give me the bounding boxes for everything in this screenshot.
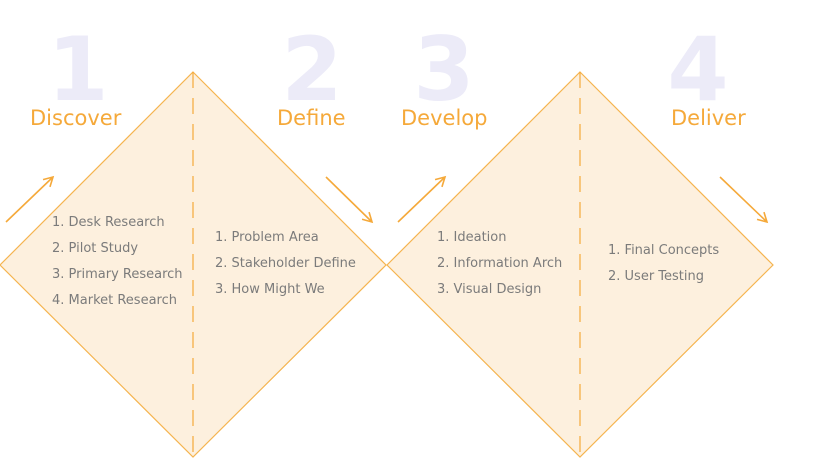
list-item: 1. Final Concepts — [608, 243, 720, 258]
phase-number-discover: 1 — [47, 18, 109, 121]
phase-list-discover: 1. Desk Research 2. Pilot Study 3. Prima… — [52, 210, 183, 314]
phase-list-define: 1. Problem Area 2. Stakeholder Define 3.… — [215, 225, 356, 303]
list-item: 2. Information Arch — [437, 256, 563, 271]
list-item: 1. Ideation — [437, 230, 507, 245]
list-item: 2. Pilot Study — [52, 241, 139, 256]
list-item: 4. Market Research — [52, 293, 177, 308]
list-item: 1. Problem Area — [215, 230, 319, 245]
list-item: 3. Primary Research — [52, 267, 183, 282]
phase-number-deliver: 4 — [667, 18, 729, 121]
list-item: 3. Visual Design — [437, 282, 542, 297]
arrow-converge-2 — [719, 176, 769, 224]
arrow-diverge-2 — [397, 175, 447, 223]
phase-list-deliver: 1. Final Concepts 2. User Testing — [608, 238, 719, 290]
list-item: 3. How Might We — [215, 282, 325, 297]
phase-number-define: 2 — [281, 18, 343, 121]
arrow-diverge-1 — [5, 175, 55, 223]
phase-title-develop: Develop — [401, 106, 488, 130]
phase-title-deliver: Deliver — [671, 106, 746, 130]
phase-title-discover: Discover — [30, 106, 122, 130]
arrow-converge-1 — [325, 176, 374, 224]
list-item: 1. Desk Research — [52, 215, 165, 230]
list-item: 2. Stakeholder Define — [215, 256, 356, 271]
phase-title-define: Define — [277, 106, 346, 130]
list-item: 2. User Testing — [608, 269, 705, 284]
phase-list-develop: 1. Ideation 2. Information Arch 3. Visua… — [437, 225, 562, 303]
phase-number-develop: 3 — [413, 18, 475, 121]
